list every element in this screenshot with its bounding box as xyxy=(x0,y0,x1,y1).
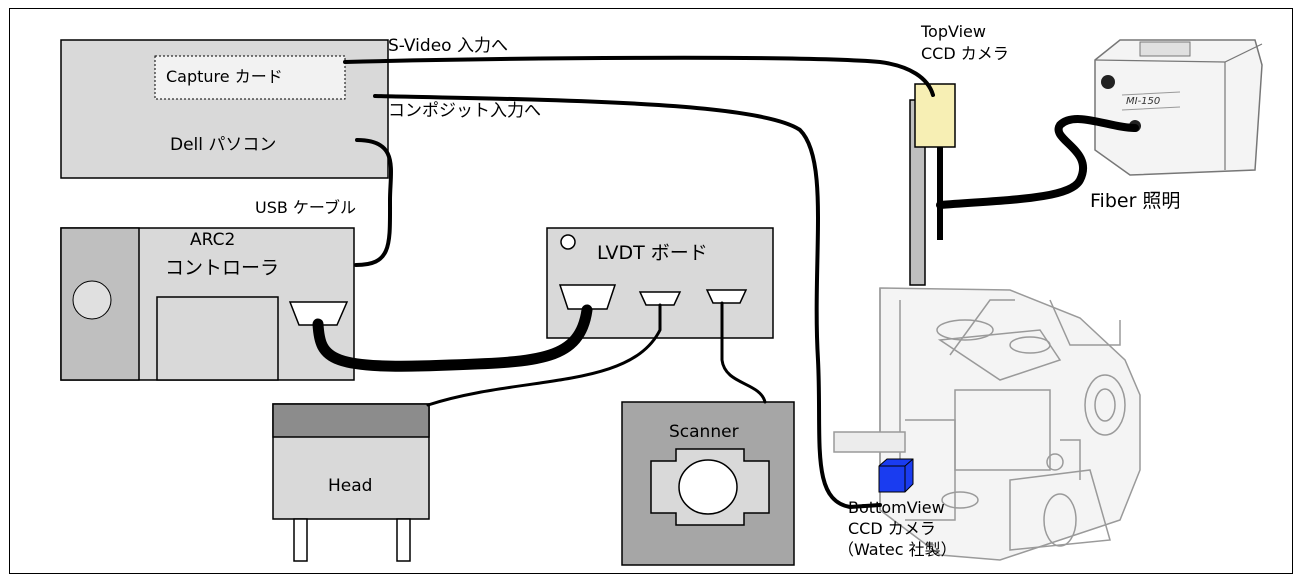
controller-label: コントローラ xyxy=(165,258,279,278)
head-label: Head xyxy=(328,476,372,496)
bottomview-camera-icon xyxy=(879,459,913,492)
lamp-brand-text: MI-150 xyxy=(1126,96,1160,107)
arc2-speaker-icon xyxy=(73,281,111,319)
arc2-label: ARC2 xyxy=(190,230,235,250)
dell-pc-label: Dell パソコン xyxy=(170,135,276,155)
svideo-label: S-Video 入力へ xyxy=(388,36,508,56)
fiber-label: Fiber 照明 xyxy=(1090,191,1180,211)
head-top-band xyxy=(273,404,429,437)
topview-camera-icon xyxy=(915,84,955,147)
lvdt-connector-2-icon xyxy=(640,292,680,305)
head-leg-right xyxy=(397,519,410,561)
topview-label-line1: TopView xyxy=(921,22,986,42)
lvdt-board-label: LVDT ボード xyxy=(597,243,708,263)
bottomview-label-line1: BottomView xyxy=(848,498,945,518)
fiber-light-source-icon: MI-150 xyxy=(1095,40,1262,175)
scanner-label: Scanner xyxy=(669,422,739,442)
head-leg-left xyxy=(294,519,307,561)
scanner-aperture xyxy=(679,460,737,514)
bottomview-label-line3: （Watec 社製） xyxy=(838,540,957,560)
usb-cable-label: USB ケーブル xyxy=(255,198,356,218)
arc2-front-panel xyxy=(157,297,278,380)
capture-card-label: Capture カード xyxy=(166,67,283,87)
composite-label: コンポジット入力へ xyxy=(388,101,541,121)
lvdt-connector-3-icon xyxy=(707,290,746,303)
svideo-cable xyxy=(345,58,933,95)
bottomview-label-line2: CCD カメラ xyxy=(848,519,936,539)
lvdt-mount-hole-icon xyxy=(561,235,575,249)
topview-label-line2: CCD カメラ xyxy=(921,44,1009,64)
